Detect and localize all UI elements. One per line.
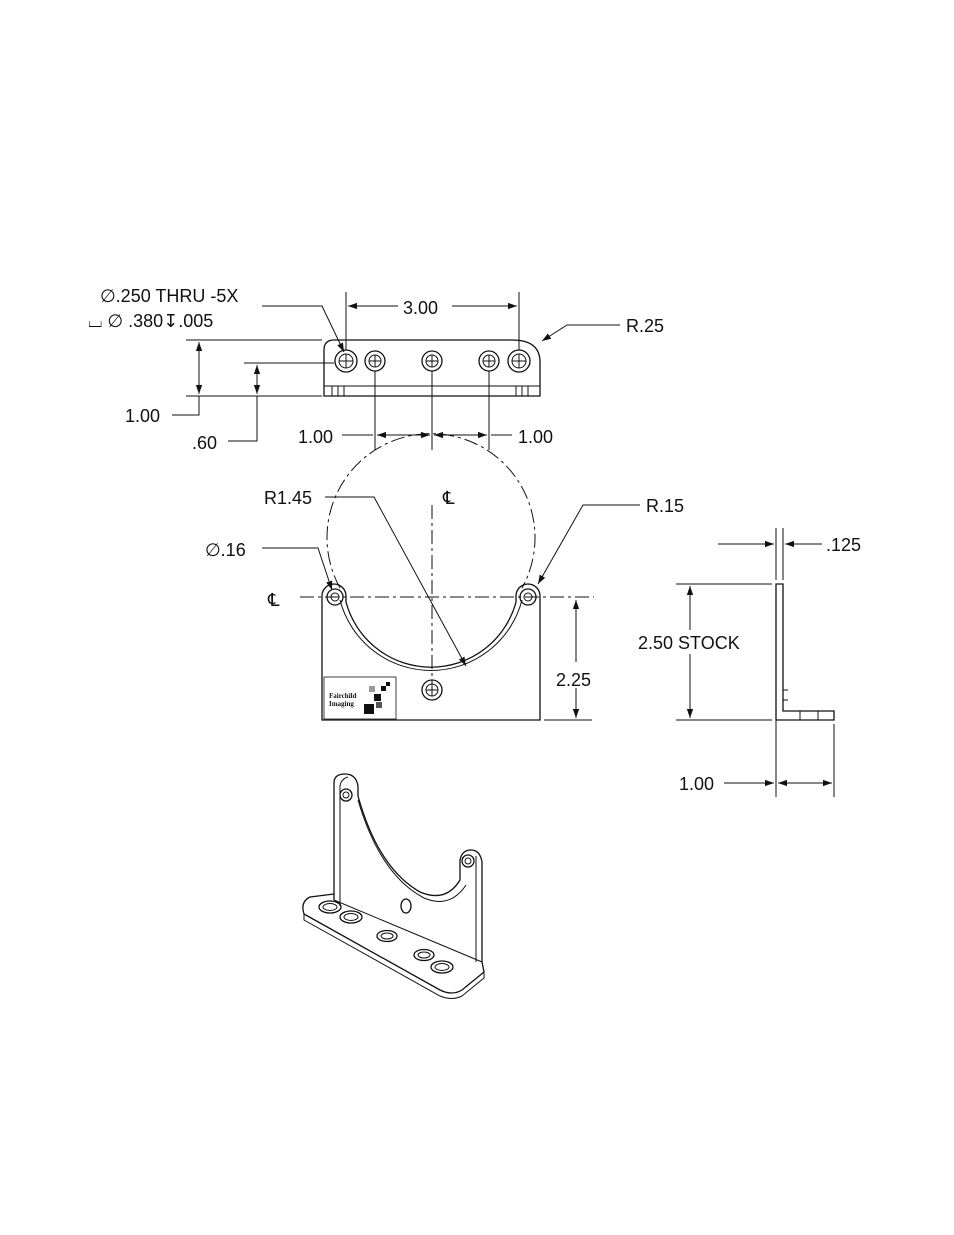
iso-upright-edge	[340, 777, 348, 906]
mounting-hole	[422, 351, 442, 371]
hole-height-leader	[228, 396, 257, 441]
counterbore-spec-label: ⌴ ∅ .380↧.005	[88, 311, 213, 331]
hole-leader	[262, 306, 344, 352]
stock-height-label: 2.50 STOCK	[638, 633, 740, 653]
front-view: ℄ ℄ R1.45 R.15 ∅.16 2.25 Fairchild Imagi…	[205, 434, 684, 720]
bracket-height-label: 2.25	[556, 670, 591, 690]
iso-tab-hole	[340, 789, 352, 801]
cutout-inner-edge	[340, 600, 522, 670]
centerline-symbol-top: ℄	[442, 488, 455, 508]
iso-base-flange	[303, 894, 484, 993]
height-left-label: 1.00	[125, 406, 160, 426]
circle-centerline	[327, 434, 535, 588]
flange-depth-label: 1.00	[679, 774, 714, 794]
small-hole-label: ∅.16	[205, 540, 246, 560]
mounting-hole	[365, 351, 385, 371]
arc-radius-label: R1.45	[264, 488, 312, 508]
arc-radius-leader	[325, 497, 466, 666]
corner-radius-leader	[542, 325, 620, 341]
iso-base-hole	[319, 901, 341, 913]
iso-base-hole	[414, 950, 434, 961]
top-view-ticks	[332, 386, 528, 396]
logo-line-2: Imaging	[329, 700, 354, 708]
centerline-symbol-left: ℄	[267, 590, 280, 610]
iso-upright-plate	[334, 774, 482, 962]
iso-center-hole	[401, 899, 411, 913]
isometric-view	[303, 774, 484, 999]
iso-tab-hole	[462, 855, 474, 867]
logo-line-1: Fairchild	[329, 692, 357, 700]
iso-base-hole	[431, 961, 453, 973]
span-dim-label: 3.00	[403, 298, 438, 318]
height-leader	[172, 396, 199, 415]
fairchild-imaging-logo: Fairchild Imaging	[324, 677, 396, 719]
spacing-right-label: 1.00	[518, 427, 553, 447]
spacing-left-label: 1.00	[298, 427, 333, 447]
iso-base-thickness	[304, 914, 484, 999]
top-view: ∅.250 THRU -5X ⌴ ∅ .380↧.005 3.00 R.25 1…	[88, 286, 664, 453]
thickness-label: .125	[826, 535, 861, 555]
mounting-hole	[508, 350, 530, 372]
iso-base-hole	[377, 931, 397, 942]
small-hole-leader	[262, 548, 332, 590]
side-view: .125 2.50 STOCK 1.00	[636, 528, 861, 797]
hole-height-label: .60	[192, 433, 217, 453]
tab-radius-label: R.15	[646, 496, 684, 516]
mounting-hole	[335, 350, 357, 372]
iso-base-hole	[340, 911, 362, 923]
tab-radius-leader	[538, 505, 640, 584]
corner-radius-label: R.25	[626, 316, 664, 336]
mounting-hole	[479, 351, 499, 371]
iso-base-fold	[334, 900, 482, 962]
hole-spec-label: ∅.250 THRU -5X	[100, 286, 238, 306]
